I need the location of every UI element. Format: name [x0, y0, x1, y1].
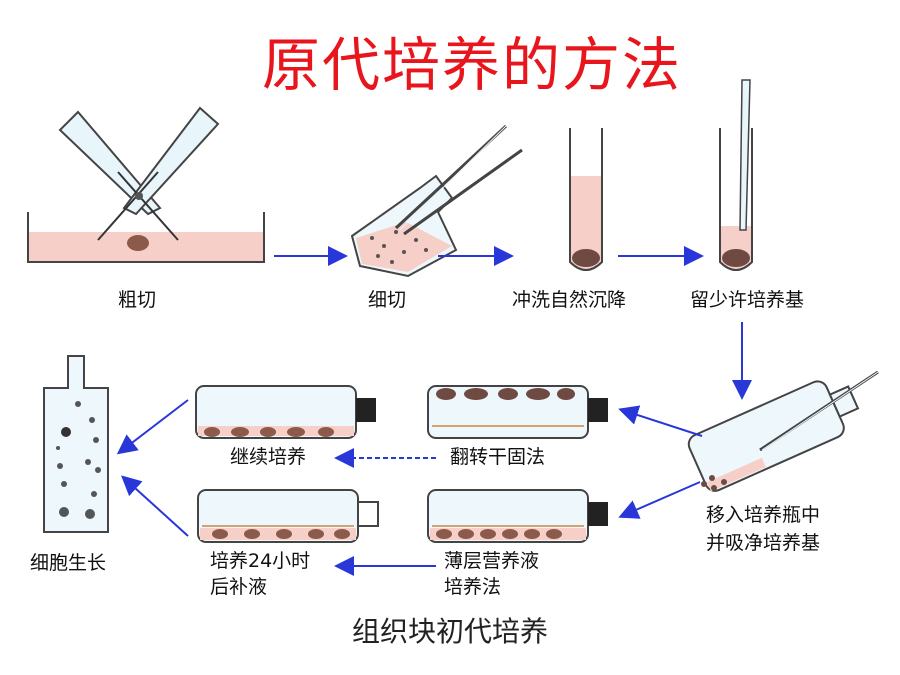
cell-growth-flask-illustration	[43, 355, 109, 533]
petri-dish-illustration	[27, 106, 265, 263]
replenish-flask-illustration	[197, 489, 379, 543]
thin-layer-flask-illustration	[427, 489, 608, 543]
continue-culture-flask-illustration	[195, 385, 376, 439]
test-tube-pipette-illustration	[719, 79, 753, 271]
label-cell-growth: 细胞生长	[30, 552, 107, 574]
label-wash-settle: 冲洗自然沉降	[512, 289, 627, 311]
fine-cut-flask-illustration	[350, 124, 523, 278]
label-fine-cut: 细切	[368, 289, 407, 311]
label-thin-layer-line2: 培养法	[444, 576, 502, 598]
page-title: 原代培养的方法	[261, 31, 682, 99]
label-thin-layer-line1: 薄层营养液	[444, 550, 540, 572]
label-coarse-cut: 粗切	[118, 289, 157, 311]
scissors-icon	[58, 106, 220, 241]
label-replenish-line1: 培养24小时	[210, 550, 311, 572]
tilted-flask-illustration	[687, 370, 879, 492]
flow-arrows	[116, 246, 752, 576]
arrow-replenish-to-growth	[121, 475, 189, 537]
figure-caption: 组织块初代培养	[351, 615, 548, 648]
test-tube-sediment-illustration	[569, 128, 603, 271]
label-replenish-line2: 后补液	[210, 576, 268, 598]
label-leave-medium: 留少许培养基	[690, 289, 805, 311]
arrow-transfer-to-thin	[618, 481, 701, 519]
arrow-continue-to-growth	[116, 399, 189, 455]
label-transfer-line2: 并吸净培养基	[706, 532, 821, 554]
arrow-transfer-to-flip	[618, 405, 703, 437]
label-transfer-line1: 移入培养瓶中	[706, 504, 821, 526]
label-continue-culture: 继续培养	[230, 446, 307, 468]
label-flip-fix: 翻转干固法	[450, 446, 546, 468]
flip-fix-flask-illustration	[427, 385, 608, 439]
